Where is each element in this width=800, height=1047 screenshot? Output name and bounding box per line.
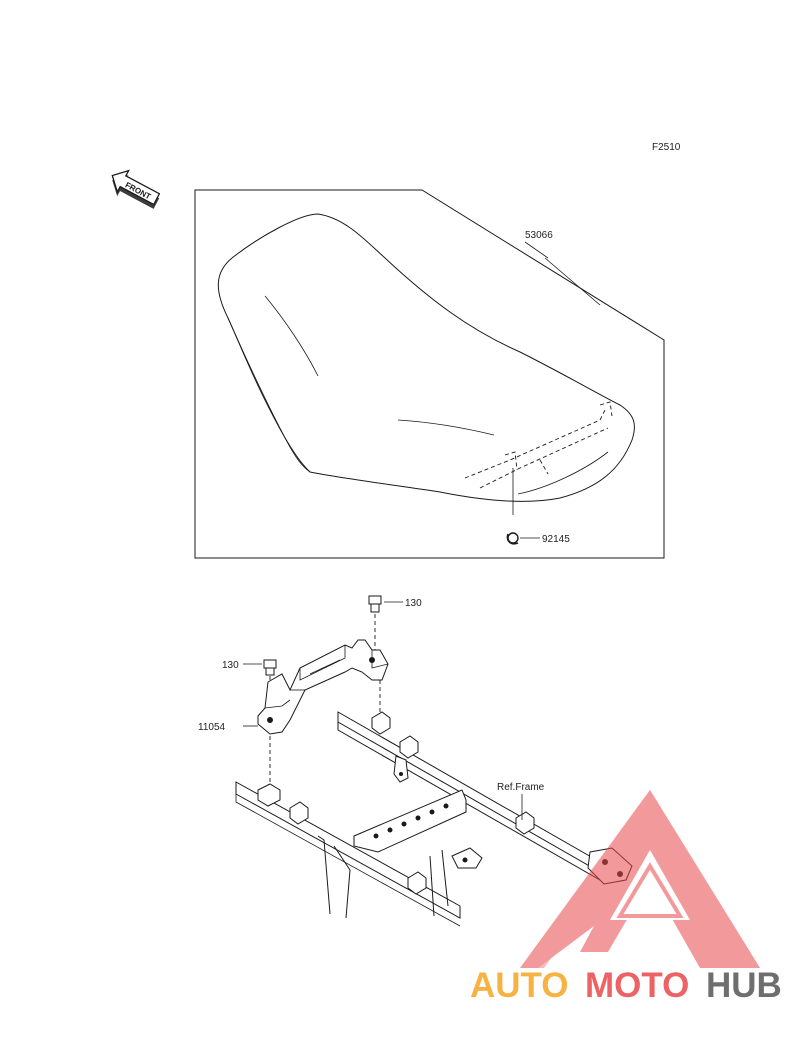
watermark-auto: AUTO (470, 966, 569, 1005)
frame-reference-label: Ref.Frame (497, 782, 545, 793)
watermark-hub: HUB (706, 966, 782, 1005)
seat-part-number[interactable]: 53066 (525, 230, 553, 241)
seat-leader (544, 257, 601, 306)
clip-icon (506, 532, 519, 545)
watermark-text: AUTO MOTO HUB (470, 966, 782, 1005)
front-arrow-icon: FRONT (111, 169, 161, 209)
bracket-part-number[interactable]: 11054 (198, 722, 226, 733)
watermark-moto: MOTO (585, 966, 689, 1005)
watermark-logo-icon (520, 790, 760, 968)
seat-panel-border (194, 189, 665, 559)
bolt-right-part-number[interactable]: 130 (405, 598, 422, 609)
bolt-left-icon (263, 659, 277, 676)
bracket-illustration (257, 639, 389, 735)
frame-illustration (235, 711, 633, 927)
diagram-code: F2510 (652, 142, 681, 153)
clip-part-number[interactable]: 92145 (542, 534, 570, 545)
bolt-right-icon (368, 595, 382, 613)
seat-illustration (217, 213, 635, 515)
bolt-left-part-number[interactable]: 130 (222, 660, 239, 671)
